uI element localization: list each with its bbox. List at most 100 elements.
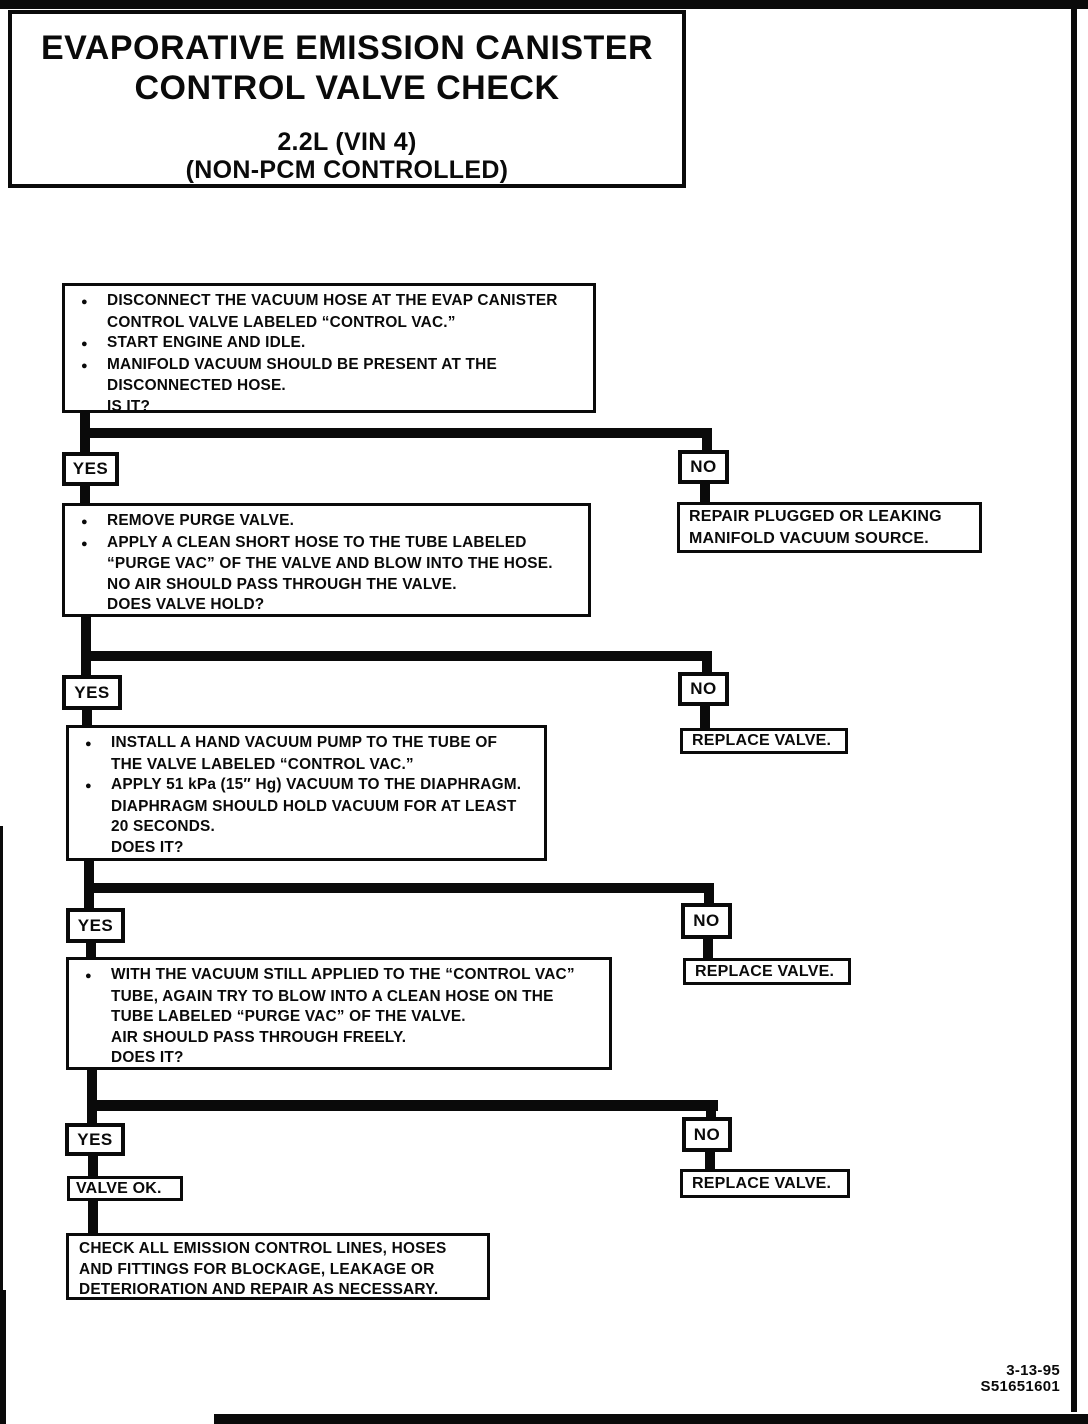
step3-line4: DIAPHRAGM SHOULD HOLD VACUUM FOR AT LEAS… — [111, 797, 517, 815]
connector-no2-drop — [702, 661, 712, 674]
step1-line5: DISCONNECTED HOSE. — [107, 377, 286, 395]
connector-no4-drop — [706, 1111, 716, 1119]
no-label: NO — [690, 457, 717, 476]
yes-label: YES — [72, 459, 109, 478]
no-label: NO — [693, 1124, 721, 1144]
bullet-icon: ● — [85, 738, 92, 750]
final-check-line1: CHECK ALL EMISSION CONTROL LINES, HOSES — [79, 1240, 447, 1257]
bullet-icon — [81, 376, 107, 397]
replace-valve-label: REPLACE VALVE. — [692, 732, 832, 749]
yes-box-3: YES — [66, 908, 125, 943]
yes-box-1: YES — [62, 452, 119, 486]
yes-box-2: YES — [62, 675, 122, 710]
replace-valve-label: REPLACE VALVE. — [692, 1174, 832, 1192]
connector-no4-down — [705, 1152, 715, 1171]
result-replace-box-3: REPLACE VALVE. — [680, 1169, 850, 1198]
yes-box-4: YES — [65, 1123, 125, 1156]
step4-line4: AIR SHOULD PASS THROUGH FREELY. — [111, 1028, 407, 1046]
connector-yes1-stem — [80, 438, 90, 454]
no-label: NO — [693, 911, 720, 930]
step4-line2: TUBE, AGAIN TRY TO BLOW INTO A CLEAN HOS… — [111, 987, 554, 1005]
repair-line1: REPAIR PLUGGED OR LEAKING — [689, 507, 942, 525]
step3-line1: INSTALL A HAND VACUUM PUMP TO THE TUBE O… — [111, 734, 498, 751]
flow-step-1-box: ● DISCONNECT THE VACUUM HOSE AT THE EVAP … — [62, 283, 596, 413]
page-title-line1: EVAPORATIVE EMISSION CANISTER — [40, 29, 654, 67]
bullet-icon — [85, 1007, 111, 1028]
result-replace-box-1: REPLACE VALVE. — [680, 728, 848, 754]
bullet-icon — [81, 575, 107, 596]
bullet-icon: ● — [81, 359, 88, 372]
step3-line2: THE VALVE LABELED “CONTROL VAC.” — [111, 755, 414, 773]
bullet-icon — [85, 1048, 111, 1067]
bullet-icon: ● — [81, 296, 88, 308]
page-title-line2: CONTROL VALVE CHECK — [134, 69, 560, 107]
step2-line1: REMOVE PURGE VALVE. — [107, 512, 295, 529]
result-replace-box-2: REPLACE VALVE. — [683, 958, 851, 985]
yes-label: YES — [77, 1129, 113, 1149]
step4-line3: TUBE LABELED “PURGE VAC” OF THE VALVE. — [111, 1008, 466, 1026]
connector-decision4-hbar — [87, 1100, 718, 1111]
final-check-line3: DETERIORATION AND REPAIR AS NECESSARY. — [79, 1281, 439, 1298]
no-box-3: NO — [681, 903, 732, 939]
step2-line4: NO AIR SHOULD PASS THROUGH THE VALVE. — [107, 575, 457, 593]
bullet-icon — [85, 755, 111, 776]
connector-decision3-hbar — [84, 883, 714, 893]
step1-line1: DISCONNECT THE VACUUM HOSE AT THE EVAP C… — [107, 292, 558, 309]
flow-step-3-box: ● INSTALL A HAND VACUUM PUMP TO THE TUBE … — [66, 725, 547, 861]
connector-no3-down — [703, 939, 713, 960]
bullet-icon — [81, 595, 107, 614]
step4-line1: WITH THE VACUUM STILL APPLIED TO THE “CO… — [111, 966, 575, 983]
connector-yes3-stem — [84, 893, 94, 910]
page-top-bar — [0, 0, 1088, 9]
step1-line2: CONTROL VALVE LABELED “CONTROL VAC.” — [107, 313, 456, 331]
yes-label: YES — [77, 915, 114, 935]
bullet-icon — [81, 313, 107, 334]
page-bottom-bar — [214, 1414, 1088, 1424]
yes-label: YES — [74, 682, 110, 702]
page-subtitle-line1: 2.2L (VIN 4) — [277, 128, 417, 156]
connector-yes2-stem — [81, 661, 91, 677]
page-right-border — [1071, 0, 1077, 1412]
bullet-icon — [85, 1028, 111, 1049]
connector-yes2-down — [82, 710, 92, 727]
page-subtitle-line2: (NON-PCM CONTROLLED) — [185, 156, 509, 184]
connector-yes4-stem — [87, 1111, 97, 1125]
bullet-icon: ● — [85, 970, 92, 982]
connector-step3-stem — [84, 861, 94, 887]
step4-line5: DOES IT? — [111, 1049, 184, 1067]
connector-valveok-down — [88, 1201, 98, 1235]
flow-step-2-box: ●REMOVE PURGE VALVE. ●APPLY A CLEAN SHOR… — [62, 503, 591, 617]
page-left-edge-line — [0, 826, 3, 1424]
connector-step1-stem — [80, 411, 90, 432]
bullet-icon: ● — [81, 516, 88, 528]
step1-line4: MANIFOLD VACUUM SHOULD BE PRESENT AT THE — [107, 355, 497, 373]
connector-no3-drop — [704, 893, 714, 905]
footer-doc-number: S51651601 — [980, 1378, 1060, 1395]
bullet-icon — [85, 838, 111, 858]
bullet-icon: ● — [81, 338, 88, 351]
bullet-icon — [81, 554, 107, 575]
final-check-line2: AND FITTINGS FOR BLOCKAGE, LEAKAGE OR — [79, 1260, 435, 1278]
connector-no1-drop — [702, 438, 712, 452]
connector-yes1-down — [80, 486, 90, 505]
page-left-edge-thick — [0, 1290, 6, 1424]
no-label: NO — [690, 679, 717, 698]
footer-date: 3-13-95 — [1006, 1362, 1060, 1379]
flow-step-4-box: ● WITH THE VACUUM STILL APPLIED TO THE “C… — [66, 957, 612, 1070]
valve-ok-label: VALVE OK. — [76, 1179, 162, 1197]
final-check-box: CHECK ALL EMISSION CONTROL LINES, HOSES … — [66, 1233, 490, 1300]
result-valve-ok-box: VALVE OK. — [67, 1176, 183, 1201]
no-box-2: NO — [678, 672, 729, 706]
connector-decision1-hbar — [80, 428, 712, 438]
footer-block: 3-13-95 S51651601 — [930, 1363, 1060, 1395]
bullet-icon: ● — [85, 780, 92, 793]
replace-valve-label: REPLACE VALVE. — [695, 962, 835, 980]
step2-line5: DOES VALVE HOLD? — [107, 596, 265, 614]
no-box-1: NO — [678, 450, 729, 484]
connector-decision2-hbar — [81, 651, 712, 661]
bullet-icon — [85, 817, 111, 838]
step2-line3: “PURGE VAC” OF THE VALVE AND BLOW INTO T… — [107, 555, 553, 573]
connector-step4-stem — [87, 1070, 97, 1104]
connector-yes4-down — [88, 1156, 98, 1178]
